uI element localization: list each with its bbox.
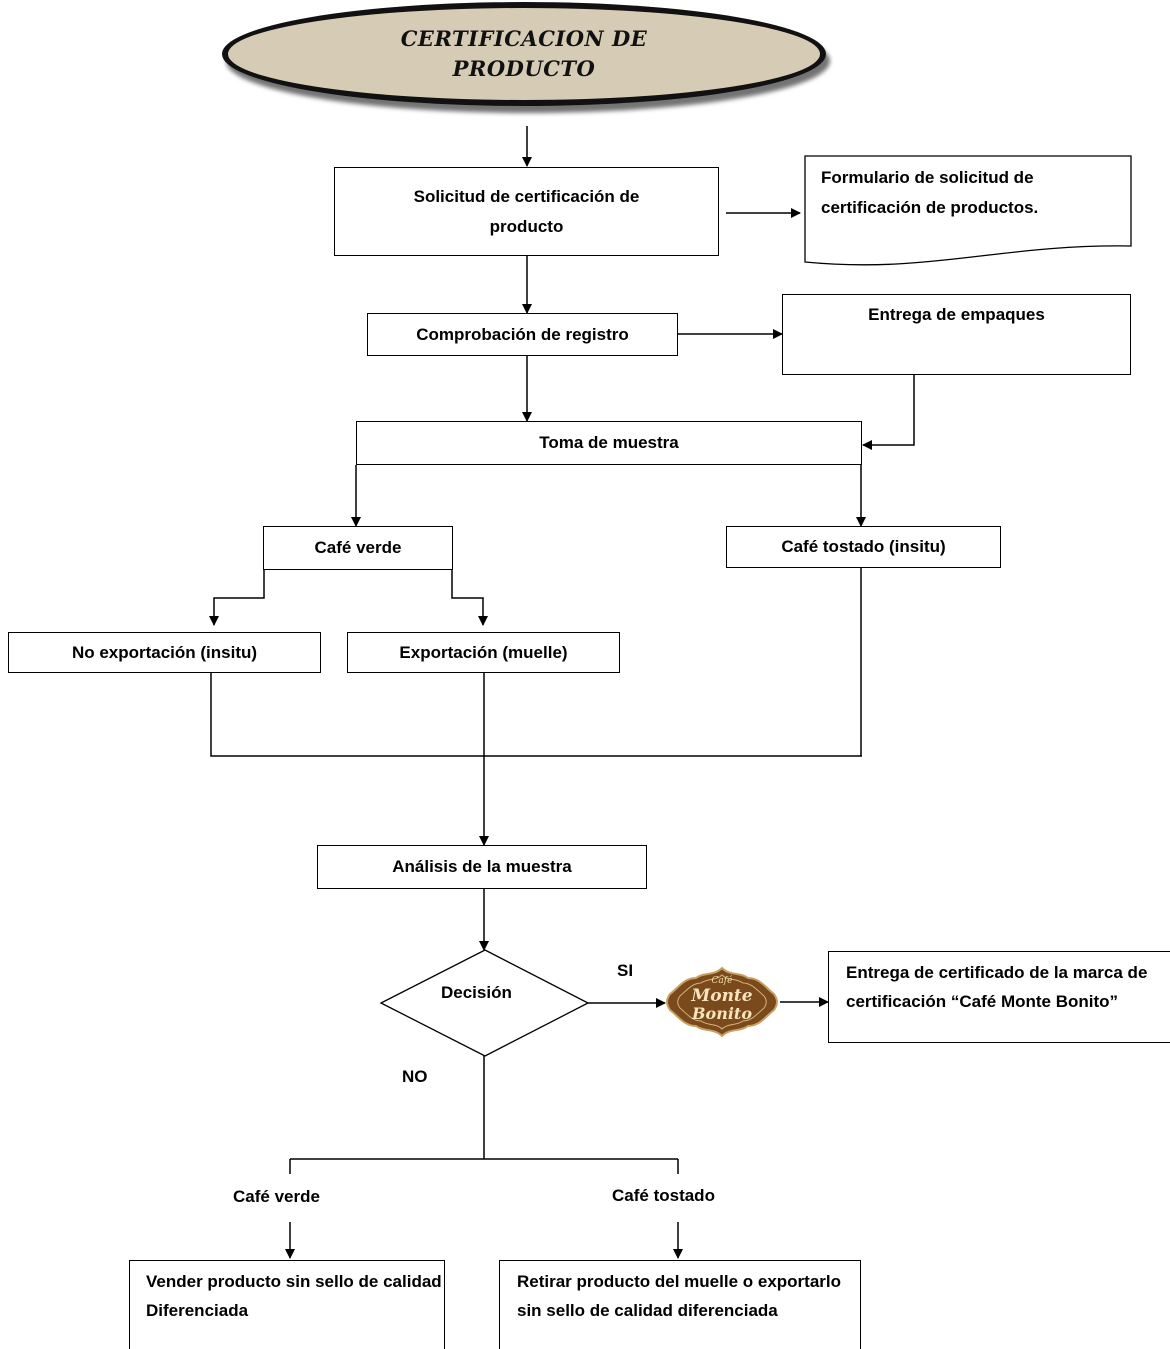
node-decision-label: Decisión: [441, 983, 512, 1002]
node-cafe-verde: Café verde: [263, 526, 453, 570]
arrow-verde-to-no-exportacion: [209, 570, 265, 626]
node-entrega-empaques-label: Entrega de empaques: [868, 305, 1045, 324]
edge-label-no: NO: [402, 1067, 428, 1086]
node-analisis-label: Análisis de la muestra: [392, 857, 572, 876]
logo-text-line2: Bonito: [692, 1004, 752, 1023]
formulario-shape: [804, 155, 1132, 266]
node-exportacion: Exportación (muelle): [347, 632, 620, 673]
node-toma-muestra-label: Toma de muestra: [539, 433, 679, 452]
node-no-exportacion-label: No exportación (insitu): [71, 642, 258, 662]
node-retirar: Retirar producto del muelle o exportarlo…: [499, 1260, 861, 1349]
node-toma-muestra: Toma de muestra: [356, 421, 862, 465]
decision-diamond: [379, 949, 590, 1057]
arrow-empaques-to-toma: [862, 375, 915, 450]
node-vender: Vender producto sin sello de calidad Dif…: [129, 1260, 445, 1349]
node-entrega-empaques: Entrega de empaques: [782, 294, 1131, 375]
edge-label-cafe-tostado: Café tostado: [612, 1186, 715, 1205]
node-solicitud-label: Solicitud de certificación de producto: [413, 186, 640, 236]
node-no-exportacion: No exportación (insitu): [8, 632, 321, 673]
edge-label-cafe-verde: Café verde: [233, 1187, 320, 1206]
node-cafe-tostado-insitu-label: Café tostado (insitu): [781, 537, 946, 556]
merge-no-exportacion: [210, 673, 862, 757]
node-cafe-verde-label: Café verde: [314, 538, 402, 557]
diagram-title: CERTIFICACION DE PRODUCTO: [400, 26, 648, 81]
node-analisis: Análisis de la muestra: [317, 845, 647, 889]
node-vender-label: Vender producto sin sello de calidad Dif…: [146, 1272, 442, 1320]
edge-label-si: SI: [617, 961, 634, 980]
node-formulario-label: Formulario de solicitud de certificación…: [821, 168, 1039, 217]
node-entrega-certificado: Entrega de certificado de la marca de ce…: [828, 951, 1170, 1043]
node-comprobacion-label: Comprobación de registro: [416, 324, 629, 344]
node-exportacion-label: Exportación (muelle): [399, 642, 568, 662]
arrow-verde-to-exportacion: [451, 570, 488, 626]
node-cafe-tostado-insitu: Café tostado (insitu): [726, 526, 1001, 568]
logo-text-top: Café: [711, 976, 733, 986]
node-entrega-certificado-label: Entrega de certificado de la marca de ce…: [846, 963, 1148, 1011]
monte-bonito-logo: Café Monte Bonito: [666, 966, 778, 1038]
node-comprobacion: Comprobación de registro: [367, 313, 678, 356]
logo-text-line1: Monte: [691, 986, 753, 1006]
node-solicitud: Solicitud de certificación de producto: [334, 167, 719, 256]
node-retirar-label: Retirar producto del muelle o exportarlo…: [517, 1272, 842, 1320]
title-ellipse: CERTIFICACION DE PRODUCTO: [222, 2, 826, 106]
